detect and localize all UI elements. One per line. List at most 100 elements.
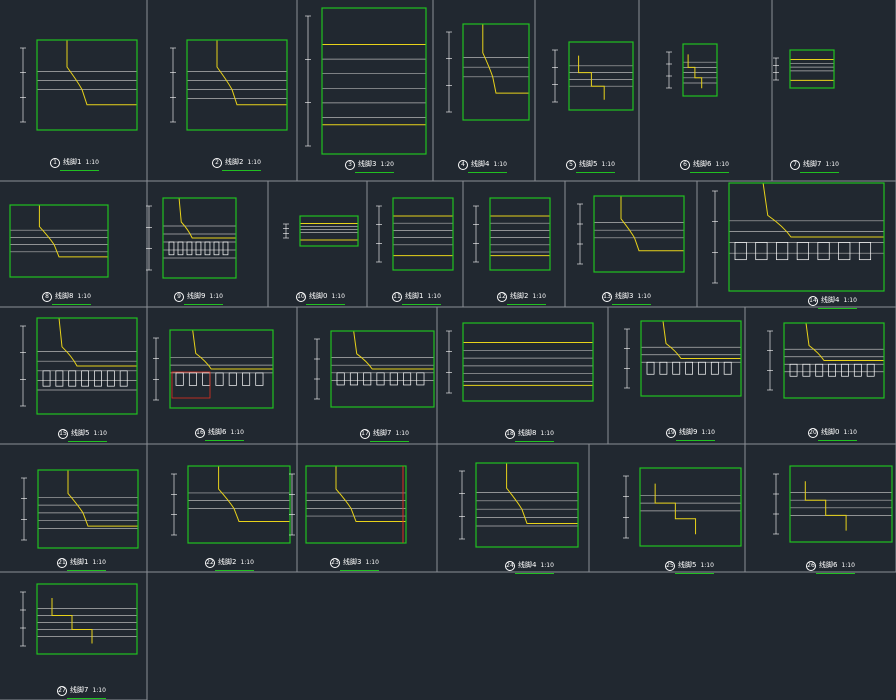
- detail-number: 4: [458, 160, 468, 170]
- detail-scale: 1:10: [715, 161, 729, 168]
- detail-drawing-15: [20, 317, 138, 415]
- detail-number: 23: [330, 558, 340, 568]
- detail-scale: 1:10: [601, 161, 615, 168]
- detail-scale: 1:10: [701, 429, 715, 436]
- detail-drawing-2: [170, 39, 288, 131]
- detail-title: 线脚3: [358, 160, 377, 168]
- detail-title: 线脚5: [579, 160, 598, 168]
- detail-scale: 1:10: [825, 161, 839, 168]
- detail-drawing-10: [283, 215, 359, 247]
- detail-title: 线脚5: [678, 561, 697, 569]
- detail-scale: 1:10: [92, 559, 106, 566]
- detail-number: 11: [392, 292, 402, 302]
- detail-title: 线脚2: [225, 158, 244, 166]
- detail-number: 20: [808, 428, 818, 438]
- detail-title: 线脚4: [518, 561, 537, 569]
- detail-drawing-11: [376, 197, 454, 271]
- detail-title: 线脚3: [343, 558, 362, 566]
- detail-scale: 1:10: [532, 293, 546, 300]
- detail-number: 17: [360, 429, 370, 439]
- detail-scale: 1:10: [843, 297, 857, 304]
- detail-drawing-24: [459, 462, 579, 548]
- detail-drawing-13: [577, 195, 685, 273]
- detail-title: 线脚6: [208, 428, 227, 436]
- detail-title: 线脚2: [510, 292, 529, 300]
- detail-scale: 1:10: [365, 559, 379, 566]
- detail-number: 12: [497, 292, 507, 302]
- detail-title: 线脚2: [218, 558, 237, 566]
- detail-title: 线脚7: [373, 429, 392, 437]
- detail-number: 18: [505, 429, 515, 439]
- detail-drawing-18: [446, 322, 594, 402]
- detail-number: 15: [58, 429, 68, 439]
- detail-scale: 1:10: [843, 429, 857, 436]
- detail-title: 线脚7: [803, 160, 822, 168]
- detail-scale: 1:10: [700, 562, 714, 569]
- detail-scale: 1:10: [841, 562, 855, 569]
- detail-title: 线脚6: [819, 561, 838, 569]
- detail-number: 10: [296, 292, 306, 302]
- detail-scale: 1:10: [331, 293, 345, 300]
- detail-title: 线脚4: [471, 160, 490, 168]
- detail-scale: 1:10: [77, 293, 91, 300]
- detail-drawing-19: [624, 320, 742, 397]
- detail-drawing-6: [666, 43, 718, 97]
- detail-scale: 1:10: [395, 430, 409, 437]
- detail-number: 9: [174, 292, 184, 302]
- detail-title: 线脚7: [70, 686, 89, 694]
- detail-drawing-3: [305, 7, 427, 155]
- detail-title: 线脚6: [693, 160, 712, 168]
- detail-drawing-9: [146, 197, 237, 279]
- detail-scale: 1:10: [540, 562, 554, 569]
- detail-number: 16: [195, 428, 205, 438]
- detail-scale: 1:10: [637, 293, 651, 300]
- detail-drawing-14: [712, 182, 885, 292]
- detail-drawing-4: [446, 23, 530, 121]
- detail-scale: 1:10: [493, 161, 507, 168]
- detail-drawing-12: [473, 197, 551, 271]
- detail-title: 线脚9: [679, 428, 698, 436]
- detail-number: 6: [680, 160, 690, 170]
- detail-title: 线脚5: [71, 429, 90, 437]
- detail-scale: 1:20: [380, 161, 394, 168]
- detail-number: 26: [806, 561, 816, 571]
- detail-scale: 1:10: [230, 429, 244, 436]
- detail-drawing-20: [767, 322, 885, 399]
- detail-number: 1: [50, 158, 60, 168]
- red-hatch-box: [171, 371, 211, 399]
- detail-title: 线脚0: [309, 292, 328, 300]
- detail-title: 线脚1: [405, 292, 424, 300]
- detail-drawing-16: [153, 329, 274, 409]
- detail-title: 线脚8: [55, 292, 74, 300]
- detail-drawing-22: [171, 465, 291, 544]
- detail-title: 线脚1: [63, 158, 82, 166]
- detail-number: 5: [566, 160, 576, 170]
- detail-drawing-25: [623, 467, 742, 547]
- detail-number: 27: [57, 686, 67, 696]
- detail-drawing-23: [289, 465, 407, 544]
- detail-number: 21: [57, 558, 67, 568]
- detail-title: 线脚9: [187, 292, 206, 300]
- detail-scale: 1:10: [209, 293, 223, 300]
